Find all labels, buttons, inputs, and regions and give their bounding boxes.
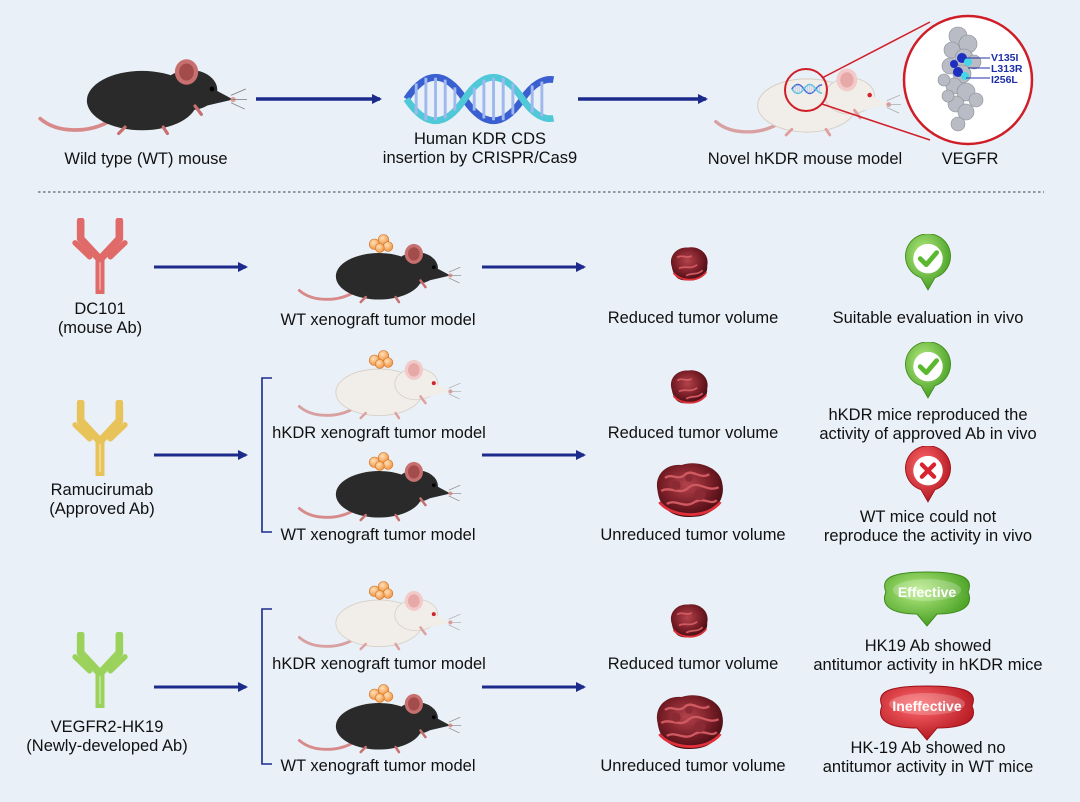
ramucirumab-hkdr-result-label: Reduced tumor volume	[607, 424, 779, 442]
wt-mouse-top	[38, 57, 248, 136]
dc101-model-label: WT xenograft tumor model	[280, 311, 476, 329]
ramucirumab-wt-conclusion-line1: WT mice could not	[859, 508, 997, 526]
ramucirumab-type: (Approved Ab)	[49, 500, 155, 518]
hk19-wt-conclusion-line1: HK-19 Ab showed no	[850, 739, 1006, 757]
hk19-hkdr-model-label: hKDR xenograft tumor model	[272, 655, 486, 673]
antibody-ramucirumab-icon	[75, 403, 125, 475]
dna-helix-icon	[407, 77, 554, 121]
hk19-hkdr-result-label: Reduced tumor volume	[607, 655, 779, 673]
hkdr-mouse-ramucirumab	[297, 350, 462, 420]
ramucirumab-wt-conclusion-line2: reproduce the activity in vivo	[823, 527, 1033, 545]
mutation-label-1: V135I	[991, 52, 1019, 64]
vegfr-structure-zoom: V135I L313R I256L	[902, 14, 1034, 146]
ramucirumab-wt-result-label: Unreduced tumor volume	[600, 526, 786, 544]
ineffective-badge-label: Ineffective	[892, 698, 961, 714]
hk19-wt-result-label: Unreduced tumor volume	[600, 757, 786, 775]
hk19-type: (Newly-developed Ab)	[26, 737, 188, 755]
antibody-dc101-icon	[75, 221, 125, 293]
wt-mouse-label: Wild type (WT) mouse	[64, 150, 228, 168]
wt-mouse-hk19	[297, 684, 462, 754]
mutation-label-2: L313R	[991, 63, 1023, 75]
hkdr-mouse-hk19	[297, 581, 462, 651]
ramucirumab-hkdr-conclusion-line1: hKDR mice reproduced the	[828, 406, 1028, 424]
hk19-wt-conclusion-line2: antitumor activity in WT mice	[822, 758, 1034, 776]
tumor-small-hk19	[669, 603, 709, 639]
tumor-small-ramucirumab	[669, 369, 709, 405]
vegfr-label: VEGFR	[941, 150, 999, 168]
ineffective-badge: Ineffective	[880, 685, 974, 741]
ramucirumab-name: Ramucirumab	[50, 481, 154, 499]
dc101-conclusion-label: Suitable evaluation in vivo	[832, 309, 1024, 327]
hk19-hkdr-conclusion-line2: antitumor activity in hKDR mice	[813, 656, 1043, 674]
ramucirumab-wt-conclusion: WT mice could not reproduce the activity…	[800, 508, 1056, 546]
check-icon-dc101	[905, 234, 950, 290]
hk19-hkdr-conclusion: HK19 Ab showed antitumor activity in hKD…	[796, 637, 1060, 675]
wt-mouse-ramucirumab	[297, 452, 462, 522]
crispr-label-line1: Human KDR CDS	[413, 130, 547, 148]
bracket-hk19	[261, 608, 272, 765]
hk19-wt-conclusion: HK-19 Ab showed no antitumor activity in…	[800, 739, 1056, 777]
hk19-wt-model-label: WT xenograft tumor model	[280, 757, 476, 775]
crispr-label: Human KDR CDS insertion by CRISPR/Cas9	[360, 130, 600, 168]
dc101-type: (mouse Ab)	[57, 319, 143, 337]
tumor-small-dc101	[669, 246, 709, 282]
ramucirumab-label: Ramucirumab (Approved Ab)	[30, 481, 174, 519]
check-icon-ramucirumab	[905, 342, 950, 398]
hk19-label: VEGFR2-HK19 (Newly-developed Ab)	[22, 718, 192, 756]
dc101-result-label: Reduced tumor volume	[607, 309, 779, 327]
hkdr-mouse-top	[714, 21, 931, 141]
hk19-name: VEGFR2-HK19	[50, 718, 164, 736]
crispr-label-line2: insertion by CRISPR/Cas9	[382, 149, 578, 167]
bracket-ramucirumab	[261, 377, 272, 533]
hk19-hkdr-conclusion-line1: HK19 Ab showed	[864, 637, 992, 655]
ramucirumab-hkdr-conclusion-line2: activity of approved Ab in vivo	[819, 425, 1037, 443]
mutation-label-3: I256L	[991, 74, 1018, 86]
tumor-large-hk19	[655, 693, 725, 751]
effective-badge-label: Effective	[898, 584, 957, 600]
dc101-name: DC101	[74, 300, 126, 318]
ramucirumab-hkdr-conclusion: hKDR mice reproduced the activity of app…	[800, 406, 1056, 444]
tumor-large-ramucirumab	[655, 461, 725, 519]
antibody-hk19-icon	[75, 635, 125, 707]
hkdr-model-label: Novel hKDR mouse model	[707, 150, 903, 168]
effective-badge: Effective	[884, 571, 970, 627]
ramucirumab-wt-model-label: WT xenograft tumor model	[280, 526, 476, 544]
dc101-label: DC101 (mouse Ab)	[30, 300, 170, 338]
wt-mouse-dc101	[297, 234, 462, 304]
ramucirumab-hkdr-model-label: hKDR xenograft tumor model	[272, 424, 486, 442]
cross-icon-ramucirumab	[905, 446, 950, 502]
